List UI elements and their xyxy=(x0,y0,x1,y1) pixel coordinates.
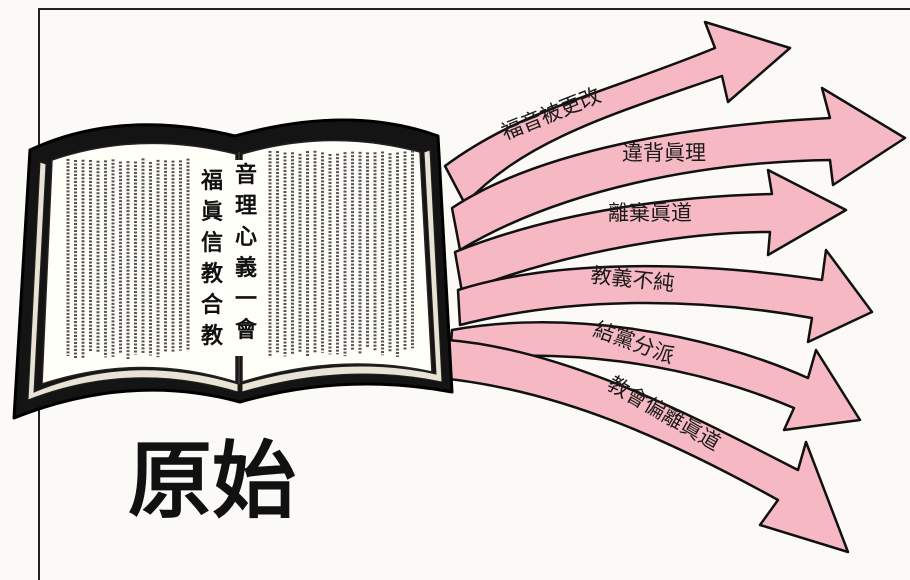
page-heading-char: 教 xyxy=(201,261,224,287)
page-heading-char: 福 xyxy=(200,169,223,194)
arrow-1-label: 違背眞理 xyxy=(622,141,706,165)
page-heading-char: 會 xyxy=(235,317,258,343)
page-heading-char: 義 xyxy=(235,255,257,281)
page-heading-char: 信 xyxy=(201,230,223,256)
page-heading-char: 一 xyxy=(235,287,257,312)
arrows-group: 福音被更改 違背眞理 離棄眞道 教義不純 結黨分派 教會偏離眞道 xyxy=(440,22,905,552)
main-title: 原始 xyxy=(128,431,296,530)
page-heading-char: 眞 xyxy=(201,199,223,225)
open-book: 福眞信教合教 音理心義一會 xyxy=(14,120,452,418)
page-heading-char: 心 xyxy=(235,225,257,250)
page-heading-char: 理 xyxy=(235,194,257,219)
arrow-2-label: 離棄眞道 xyxy=(608,201,692,225)
page-heading-char: 合 xyxy=(201,292,224,318)
page-heading-char: 音 xyxy=(235,162,257,188)
page-heading-char: 教 xyxy=(201,323,224,349)
